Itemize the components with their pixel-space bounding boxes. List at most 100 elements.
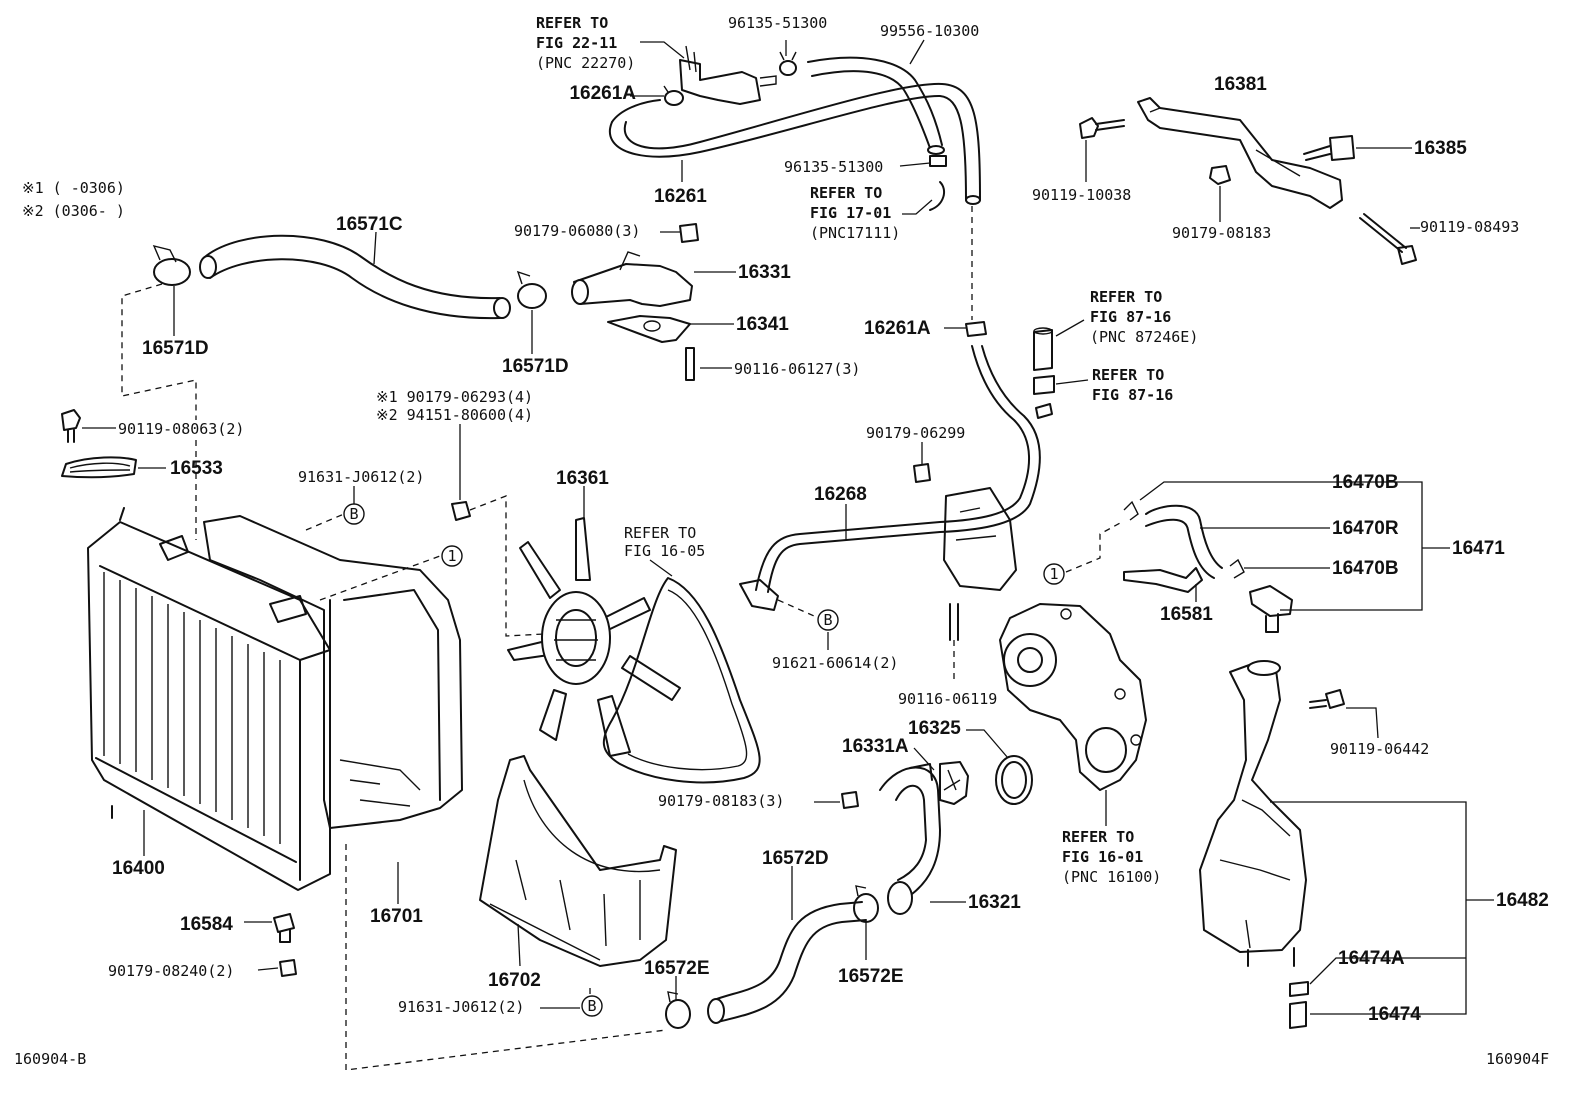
label-90179-08240: 90179-08240(2) <box>108 962 234 980</box>
fan-shroud-16701 <box>203 515 463 829</box>
label-90116-06127: 90116-06127(3) <box>734 360 860 378</box>
radiator-16400 <box>87 507 331 891</box>
cap-16474A-icon <box>1289 981 1309 997</box>
label-16325: 16325 <box>908 718 961 739</box>
svg-text:REFER TO: REFER TO <box>1090 288 1162 306</box>
label-16261: 16261 <box>654 186 707 207</box>
label-16381: 16381 <box>1214 74 1267 95</box>
ref-pnc-87246e-icon <box>1033 327 1053 371</box>
ref-fig-87-16-a: REFER TO FIG 87-16 (PNC 87246E) <box>1090 288 1198 346</box>
hose-16261 <box>609 82 981 205</box>
valve-22270-icon <box>679 45 777 105</box>
label-16331: 16331 <box>738 262 791 283</box>
ref-fig-87-16-b: REFER TO FIG 87-16 <box>1092 366 1173 404</box>
hose-end-icon <box>965 195 981 205</box>
stud-90116-06119-icon <box>949 603 959 684</box>
bolt-90119-08063-icon <box>61 409 81 443</box>
clamp-96135-top-icon <box>779 51 797 76</box>
nut-90179-06080-icon <box>679 223 699 243</box>
pipe-17111-icon <box>929 181 946 211</box>
label-16268: 16268 <box>814 484 867 505</box>
label-16474: 16474 <box>1368 1004 1421 1025</box>
svg-text:REFER TO: REFER TO <box>1062 828 1134 846</box>
label-16584: 16584 <box>180 914 233 935</box>
svg-text:REFER TO: REFER TO <box>1092 366 1164 384</box>
ref-fig-22-11: REFER TO FIG 22-11 (PNC 22270) <box>536 14 635 72</box>
marker-b-top: B <box>343 503 365 525</box>
nut-90179-06299-icon <box>913 463 931 483</box>
svg-text:FIG 16-05: FIG 16-05 <box>624 542 705 560</box>
label-16572D: 16572D <box>762 848 829 869</box>
label-16471: 16471 <box>1452 538 1505 559</box>
label-90179-08183-b: 90179-08183(3) <box>658 792 784 810</box>
label-16331A: 16331A <box>842 736 909 757</box>
svg-text:REFER TO: REFER TO <box>624 524 696 542</box>
bolt-90179-06293-icon <box>451 501 471 521</box>
svg-text:FIG 87-16: FIG 87-16 <box>1090 308 1171 326</box>
label-16470R: 16470R <box>1332 518 1399 539</box>
label-16470B-b: 16470B <box>1332 558 1399 579</box>
seal-16533-icon <box>61 456 137 479</box>
label-91631-bottom: 91631-J0612(2) <box>398 998 524 1016</box>
label-91621: 91621-60614(2) <box>772 654 898 672</box>
svg-text:FIG 22-11: FIG 22-11 <box>536 34 617 52</box>
marker-b-right: B <box>817 609 839 631</box>
label-90179-06080: 90179-06080(3) <box>514 222 640 240</box>
hose-16571C <box>199 234 511 320</box>
svg-text:(PNC 16100): (PNC 16100) <box>1062 868 1161 886</box>
water-pump-ref-16-01 <box>999 603 1147 791</box>
drain-plug-16584-icon <box>273 913 295 943</box>
label-16533: 16533 <box>170 458 223 479</box>
svg-text:1: 1 <box>1049 565 1058 583</box>
label-90119-06442: 90119-06442 <box>1330 740 1429 758</box>
label-99556: 99556-10300 <box>880 22 979 40</box>
label-16341: 16341 <box>736 314 789 335</box>
bolt-90119-10038-icon <box>1079 117 1125 139</box>
label-90119-08493: 90119-08493 <box>1420 218 1519 236</box>
label-16385: 16385 <box>1414 138 1467 159</box>
label-16571D-left: 16571D <box>142 338 209 359</box>
outlet-16331-icon <box>571 251 693 307</box>
label-16482: 16482 <box>1496 890 1549 911</box>
clamp-16261A-top-icon <box>663 85 684 106</box>
svg-text:FIG 16-01: FIG 16-01 <box>1062 848 1143 866</box>
bolt-90119-08493-icon <box>1359 213 1417 265</box>
hose-99556 <box>807 56 945 155</box>
bracket-16581-icon <box>1123 567 1203 593</box>
clamp-16572E-right-icon <box>853 885 879 923</box>
marker-one-left: 1 <box>441 545 463 567</box>
label-16321: 16321 <box>968 892 1021 913</box>
clamp-16261A-mid-icon <box>965 321 987 337</box>
ref-fig-16-05: REFER TO FIG 16-05 <box>624 524 705 560</box>
plug-16474-icon <box>1289 1001 1307 1029</box>
label-16572E-right: 16572E <box>838 966 904 987</box>
label-90179-06293: ※1 90179-06293(4) <box>376 388 533 406</box>
label-16571C: 16571C <box>336 214 403 235</box>
clamp-16572E-left-icon <box>665 991 691 1029</box>
label-16474A: 16474A <box>1338 948 1405 969</box>
clip-16470B-b-icon <box>1229 558 1245 579</box>
pipe-16268 <box>739 345 1053 611</box>
svg-text:FIG 87-16: FIG 87-16 <box>1092 386 1173 404</box>
nut-90179-08183-b-icon <box>841 791 859 809</box>
label-16261A-mid: 16261A <box>864 318 931 339</box>
svg-text:B: B <box>587 997 596 1015</box>
ref-87-16-clamp-icon <box>1033 375 1055 395</box>
svg-text:B: B <box>823 611 832 629</box>
figure-id-left: 160904-B <box>14 1050 86 1068</box>
figure-id-right: 160904F <box>1486 1050 1549 1068</box>
label-90119-08063: 90119-08063(2) <box>118 420 244 438</box>
label-90179-08183-a: 90179-08183 <box>1172 224 1271 242</box>
svg-text:REFER TO: REFER TO <box>810 184 882 202</box>
svg-text:FIG 17-01: FIG 17-01 <box>810 204 891 222</box>
gasket-90179-08240-icon <box>279 959 297 977</box>
label-96135-top: 96135-51300 <box>728 14 827 32</box>
bracket-16381 <box>1137 97 1343 209</box>
label-96135-mid: 96135-51300 <box>784 158 883 176</box>
svg-text:1: 1 <box>447 547 456 565</box>
svg-text:(PNC17111): (PNC17111) <box>810 224 900 242</box>
reservoir-16482 <box>1199 660 1307 967</box>
clamp-16571D-right-icon <box>516 270 547 309</box>
svg-text:REFER TO: REFER TO <box>536 14 608 32</box>
